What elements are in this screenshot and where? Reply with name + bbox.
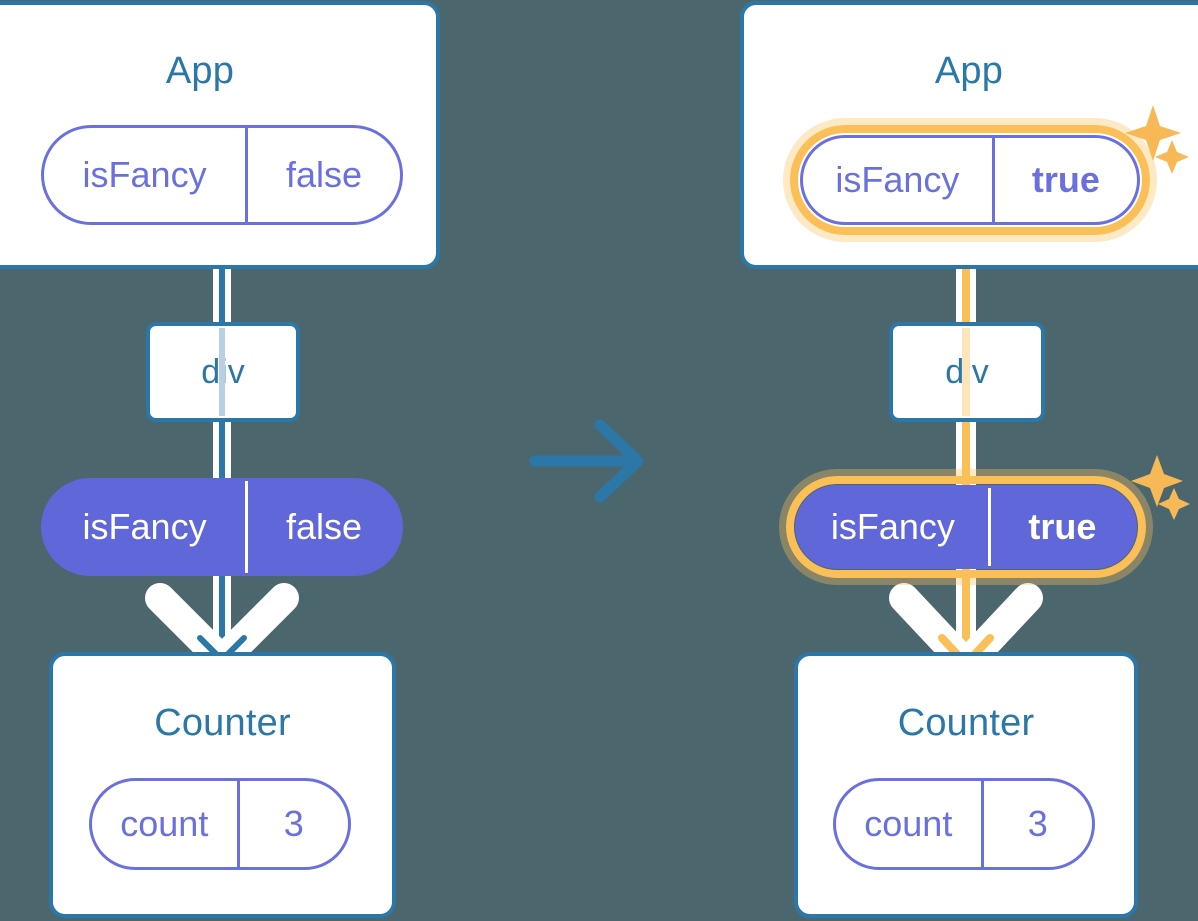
prop-name-before: isFancy <box>44 481 249 573</box>
counter-card-after <box>794 652 1138 918</box>
counter-state-name-before: count <box>92 781 240 867</box>
counter-card-title-after: Counter <box>897 702 1035 744</box>
prop-value-before: false <box>286 506 363 547</box>
prop-pill-after: isFancy true <box>795 485 1137 569</box>
counter-state-pill-before: count 3 <box>89 778 351 870</box>
app-state-value-after: true <box>1031 159 1100 200</box>
app-state-pill-before: isFancy false <box>41 125 403 225</box>
app-card-title-after: App <box>934 50 1004 92</box>
app-state-value-before: false <box>286 154 363 195</box>
counter-state-value-after: 3 <box>1027 803 1048 844</box>
counter-state-pill-after: count 3 <box>833 778 1095 870</box>
prop-value-after: true <box>1028 506 1097 547</box>
app-state-pill-after: isFancy true <box>800 135 1140 225</box>
prop-pill-before: isFancy false <box>41 478 403 576</box>
prop-name-after: isFancy <box>798 488 991 566</box>
app-state-name-after: isFancy <box>803 138 995 222</box>
counter-card-title-before: Counter <box>154 702 291 744</box>
app-card-title-before: App <box>165 50 235 92</box>
counter-state-name-after: count <box>836 781 984 867</box>
counter-state-value-before: 3 <box>283 803 304 844</box>
app-state-name-before: isFancy <box>44 128 249 222</box>
